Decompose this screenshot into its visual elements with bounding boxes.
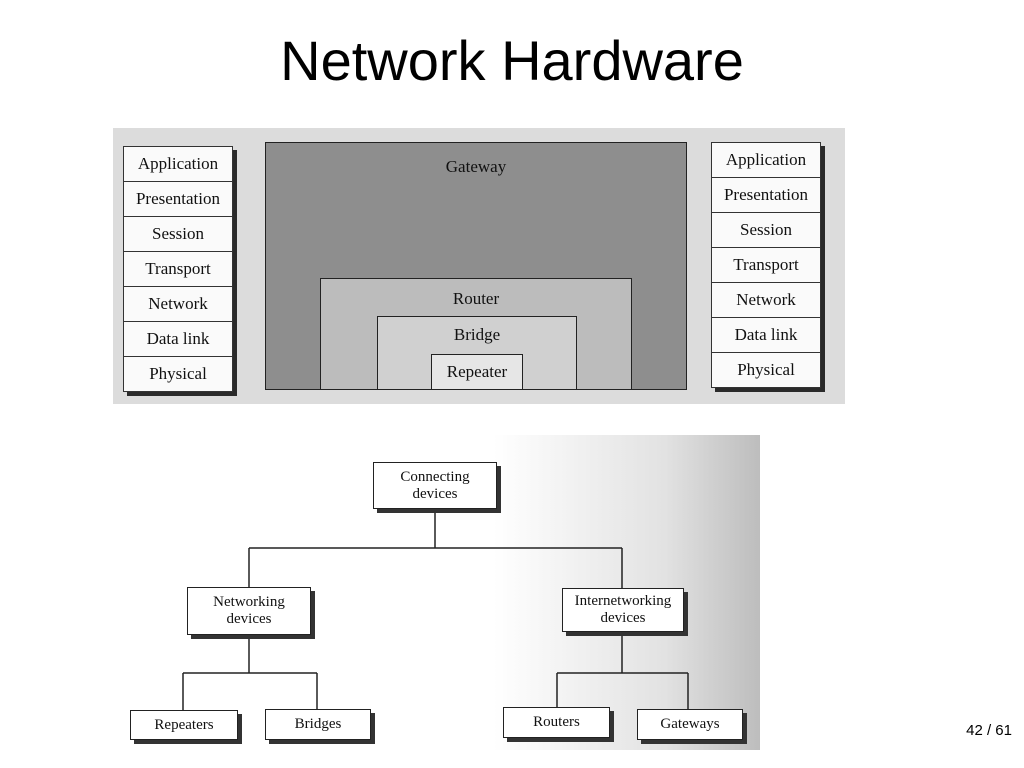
layer-transport: Transport	[123, 252, 233, 287]
router-label: Router	[452, 289, 500, 308]
page-number: 42 / 61	[966, 722, 1012, 739]
tree-connector-lines	[182, 509, 689, 710]
layer-presentation: Presentation	[123, 182, 233, 217]
osi-device-layer-figure: Application Presentation Session Transpo…	[113, 128, 845, 404]
repeaters-node: Repeaters	[130, 710, 238, 740]
internetworking-devices-node: Internetworking devices	[562, 588, 684, 632]
connecting-devices-tree: Connecting devices Networking devices In…	[125, 435, 760, 750]
connecting-devices-node: Connecting devices	[373, 462, 497, 509]
layer-application: Application	[711, 142, 821, 178]
layer-data-link: Data link	[711, 318, 821, 353]
bridge-label: Bridge	[453, 325, 501, 344]
routers-node: Routers	[503, 707, 610, 738]
layer-physical: Physical	[711, 353, 821, 388]
gateways-node: Gateways	[637, 709, 743, 740]
layer-session: Session	[711, 213, 821, 248]
layer-physical: Physical	[123, 357, 233, 392]
repeater-label: Repeater	[446, 362, 508, 381]
layer-data-link: Data link	[123, 322, 233, 357]
networking-devices-node: Networking devices	[187, 587, 311, 635]
layer-presentation: Presentation	[711, 178, 821, 213]
slide-title: Network Hardware	[280, 29, 744, 92]
layer-transport: Transport	[711, 248, 821, 283]
layer-network: Network	[711, 283, 821, 318]
bridges-node: Bridges	[265, 709, 371, 740]
layer-application: Application	[123, 146, 233, 182]
layer-session: Session	[123, 217, 233, 252]
gateway-label: Gateway	[445, 157, 507, 176]
repeater-region: Repeater	[431, 354, 523, 390]
layer-network: Network	[123, 287, 233, 322]
osi-stack-right: Application Presentation Session Transpo…	[711, 142, 821, 388]
osi-stack-left: Application Presentation Session Transpo…	[123, 146, 233, 392]
